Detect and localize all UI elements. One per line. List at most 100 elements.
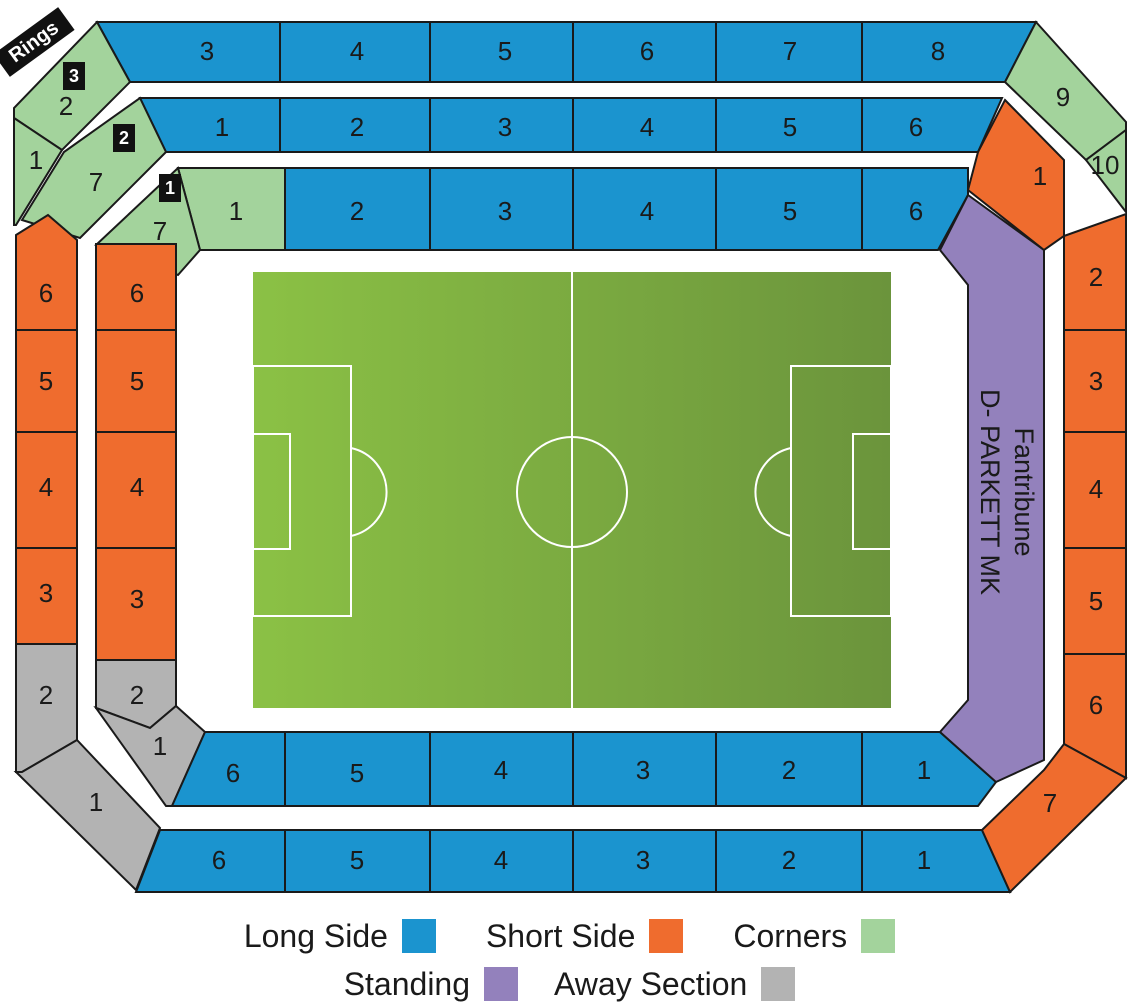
pitch [252,272,892,708]
bottom-outer-section-4[interactable] [429,829,574,893]
legend-short-side: Short Side [485,917,684,955]
left-outer-section-6[interactable] [15,213,78,331]
label-away-inner-2: 2 [130,680,144,710]
label-ring2-top-2: 2 [350,112,364,142]
right-outer-section-4[interactable] [1063,431,1127,549]
label-ring1-top-3: 3 [498,196,512,226]
label-outer-top-4: 4 [350,36,364,66]
legend-corners-label: Corners [733,917,848,954]
label-right-outer-3: 3 [1089,366,1103,396]
label-left-inner-6: 6 [130,278,144,308]
left-inner-section-6[interactable] [95,243,177,331]
label-outer-top-3: 3 [200,36,214,66]
left-outer-section-5[interactable] [15,329,78,433]
ring-badge-2: 2 [113,124,135,152]
label-ring2-top-6: 6 [909,112,923,142]
bottom-outer-section-6[interactable] [134,829,286,893]
label-ring1-top-4: 4 [640,196,654,226]
label-corner-tl-ring3-2: 2 [59,91,73,121]
bottom-inner-section-1[interactable] [861,731,998,807]
stand-label: Fantribune D- PARKETT MK [975,389,1039,595]
label-corner-tl-ring1-1: 1 [229,196,243,226]
label-right-outer-1: 1 [1033,161,1047,191]
label-corner-tr-10: 10 [1091,150,1120,180]
legend-short-side-label: Short Side [485,917,636,954]
label-left-outer-4: 4 [39,472,53,502]
left-outer-section-4[interactable] [15,431,78,549]
label-ring1-top-5: 5 [783,196,797,226]
legend-away-swatch [761,967,796,1001]
label-bottom-outer-5: 5 [350,845,364,875]
label-right-outer-7: 7 [1043,788,1057,818]
bottom-inner-section-3[interactable] [572,731,717,807]
label-bottom-outer-3: 3 [636,845,650,875]
legend-long-side: Long Side [244,918,436,955]
label-ring2-top-3: 3 [498,112,512,142]
left-inner-section-3[interactable] [95,547,177,661]
label-bottom-outer-2: 2 [782,845,796,875]
stadium-map: 3 4 5 6 7 8 1 2 3 4 5 6 2 3 4 5 6 1 2 7 … [0,7,1128,894]
bottom-inner-section-5[interactable] [284,731,431,807]
label-bottom-inner-4: 4 [494,755,508,785]
label-ring2-top-1: 1 [215,112,229,142]
legend-long-side-label: Long Side [243,917,388,954]
right-outer-section-5[interactable] [1063,547,1127,655]
left-outer-section-3[interactable] [15,547,78,645]
label-right-outer-2: 2 [1089,262,1103,292]
label-right-outer-4: 4 [1089,474,1103,504]
label-ring2-top-4: 4 [640,112,654,142]
label-right-outer-6: 6 [1089,690,1103,720]
label-outer-top-6: 6 [640,36,654,66]
right-outer-section-7[interactable] [980,742,1128,894]
label-away-outer-1: 1 [89,787,103,817]
label-ring1-top-6: 6 [909,196,923,226]
legend-corners: Corners [733,917,896,955]
label-ring1-top-2: 2 [350,196,364,226]
standing-section-fantribune[interactable] [938,193,1045,784]
legend-standing-label: Standing [343,965,471,1002]
left-inner-section-4[interactable] [95,431,177,549]
label-ring2-top-5: 5 [783,112,797,142]
ring2-top-section-6[interactable] [861,97,1004,153]
label-corner-tl-ring2-7: 7 [89,167,103,197]
corner-tr-ring3-section-10[interactable] [1084,128,1127,215]
legend-long-side-swatch [401,919,436,953]
label-away-inner-1: 1 [153,731,167,761]
label-bottom-outer-6: 6 [212,845,226,875]
stand-label-line1: Fantribune [1009,427,1039,556]
stand-label-line2: D- PARKETT MK [975,389,1005,595]
legend-row-1: Long Side Short Side Corners [0,914,1139,958]
label-corner-tl-ring3-1: 1 [29,145,43,175]
label-bottom-outer-1: 1 [917,845,931,875]
away-outer-section-1[interactable] [13,738,162,892]
section-labels: 3 4 5 6 7 8 1 2 3 4 5 6 2 3 4 5 6 1 2 7 … [29,36,1120,875]
legend-row-2: Standing Away Section [0,962,1139,1006]
corner-tl-ring3-section-1[interactable] [13,116,64,226]
label-bottom-outer-4: 4 [494,845,508,875]
label-bottom-inner-1: 1 [917,755,931,785]
label-bottom-inner-2: 2 [782,755,796,785]
bottom-inner-section-2[interactable] [715,731,863,807]
svg-text:3: 3 [69,66,79,86]
legend-away-label: Away Section [554,965,748,1002]
label-bottom-inner-3: 3 [636,755,650,785]
label-left-outer-6: 6 [39,278,53,308]
bottom-outer-section-2[interactable] [715,829,863,893]
label-corner-tl-ring1-7: 7 [153,216,167,246]
legend-standing: Standing [343,965,519,1003]
ring-badge-3: 3 [63,62,85,90]
label-left-outer-3: 3 [39,578,53,608]
label-right-outer-5: 5 [1089,586,1103,616]
label-left-inner-3: 3 [130,584,144,614]
ring-badge-1: 1 [159,174,181,202]
label-away-outer-2: 2 [39,680,53,710]
label-bottom-inner-5: 5 [350,758,364,788]
right-outer-section-1[interactable] [966,98,1065,252]
bottom-outer-section-5[interactable] [284,829,431,893]
label-outer-top-7: 7 [783,36,797,66]
label-corner-tr-9: 9 [1056,82,1070,112]
legend-corners-swatch [861,919,896,953]
svg-text:1: 1 [165,178,175,198]
label-outer-top-5: 5 [498,36,512,66]
label-left-outer-5: 5 [39,366,53,396]
